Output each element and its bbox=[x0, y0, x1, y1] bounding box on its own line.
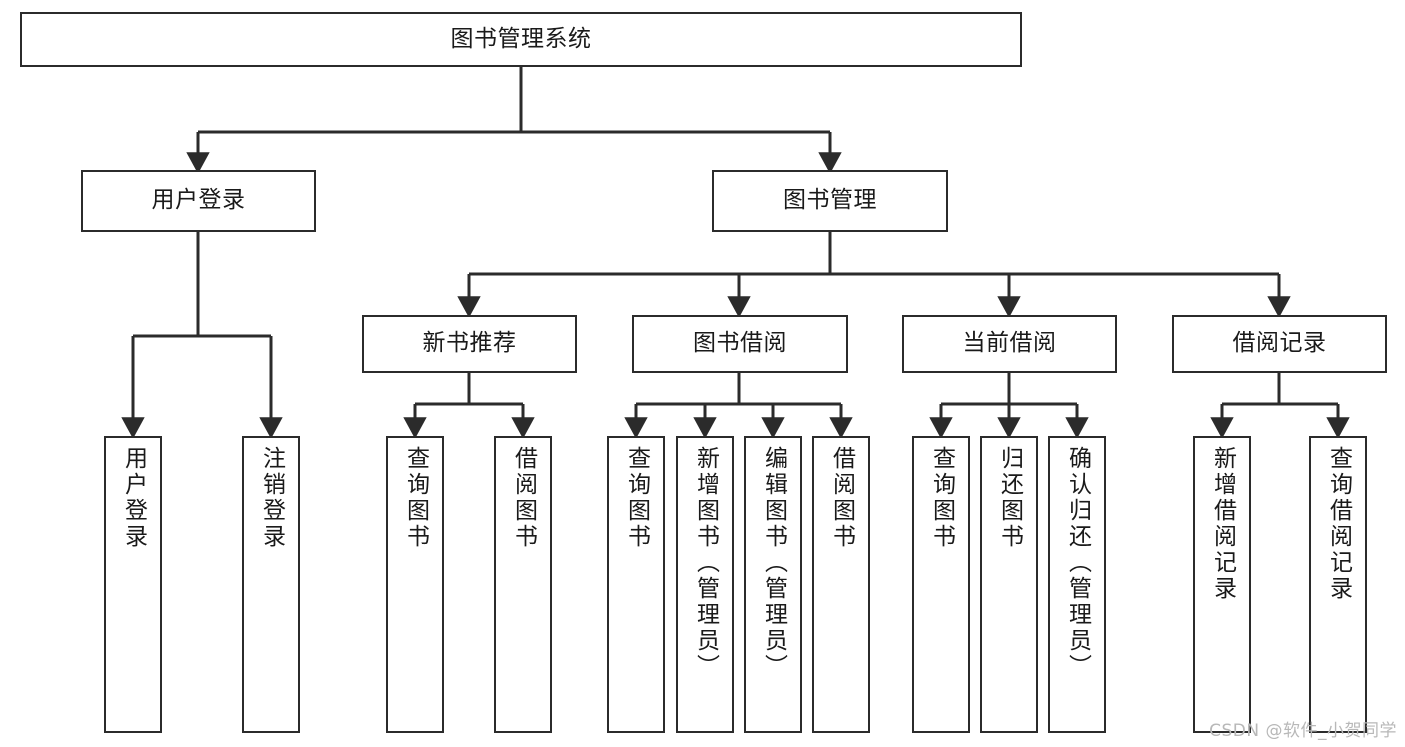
node-leaf-add-book-admin[interactable]: 新增图书（管理员） bbox=[676, 436, 734, 733]
node-label: 用户登录 bbox=[120, 446, 147, 550]
node-book-management[interactable]: 图书管理 bbox=[712, 170, 948, 232]
node-leaf-edit-book-admin[interactable]: 编辑图书（管理员） bbox=[744, 436, 802, 733]
node-label: 图书借阅 bbox=[693, 330, 787, 357]
node-user-login[interactable]: 用户登录 bbox=[81, 170, 316, 232]
node-leaf-query-book-recommend[interactable]: 查询图书 bbox=[386, 436, 444, 733]
watermark-text: CSDN @软件_小贺同学 bbox=[1209, 721, 1397, 741]
node-borrow-record[interactable]: 借阅记录 bbox=[1172, 315, 1387, 373]
node-label: 新增借阅记录 bbox=[1209, 446, 1236, 602]
node-leaf-borrow-book[interactable]: 借阅图书 bbox=[812, 436, 870, 733]
node-label: 新增图书（管理员） bbox=[692, 446, 719, 680]
node-leaf-confirm-return-admin[interactable]: 确认归还（管理员） bbox=[1048, 436, 1106, 733]
node-label: 图书管理 bbox=[783, 187, 877, 214]
node-label: 图书管理系统 bbox=[450, 25, 592, 52]
node-leaf-add-borrow-record[interactable]: 新增借阅记录 bbox=[1193, 436, 1251, 733]
node-label: 确认归还（管理员） bbox=[1064, 446, 1091, 680]
node-leaf-logout[interactable]: 注销登录 bbox=[242, 436, 300, 733]
node-label: 借阅记录 bbox=[1232, 330, 1327, 357]
node-label: 注销登录 bbox=[258, 446, 285, 550]
node-label: 查询图书 bbox=[402, 446, 429, 550]
node-leaf-query-book-current[interactable]: 查询图书 bbox=[912, 436, 970, 733]
node-leaf-return-book[interactable]: 归还图书 bbox=[980, 436, 1038, 733]
node-new-book-recommend[interactable]: 新书推荐 bbox=[362, 315, 577, 373]
node-leaf-borrow-book-recommend[interactable]: 借阅图书 bbox=[494, 436, 552, 733]
node-label: 查询图书 bbox=[928, 446, 955, 550]
node-label: 用户登录 bbox=[151, 187, 246, 214]
node-label: 借阅图书 bbox=[828, 446, 855, 550]
node-leaf-query-borrow-record[interactable]: 查询借阅记录 bbox=[1309, 436, 1367, 733]
node-leaf-query-book[interactable]: 查询图书 bbox=[607, 436, 665, 733]
node-book-borrow[interactable]: 图书借阅 bbox=[632, 315, 848, 373]
node-label: 当前借阅 bbox=[962, 330, 1057, 357]
node-label: 查询图书 bbox=[623, 446, 650, 550]
node-current-borrow[interactable]: 当前借阅 bbox=[902, 315, 1117, 373]
node-label: 新书推荐 bbox=[422, 330, 517, 357]
node-root-system[interactable]: 图书管理系统 bbox=[20, 12, 1022, 67]
node-leaf-user-login[interactable]: 用户登录 bbox=[104, 436, 162, 733]
node-label: 编辑图书（管理员） bbox=[760, 446, 787, 680]
node-label: 归还图书 bbox=[996, 446, 1023, 550]
node-label: 借阅图书 bbox=[510, 446, 537, 550]
node-label: 查询借阅记录 bbox=[1325, 446, 1352, 602]
